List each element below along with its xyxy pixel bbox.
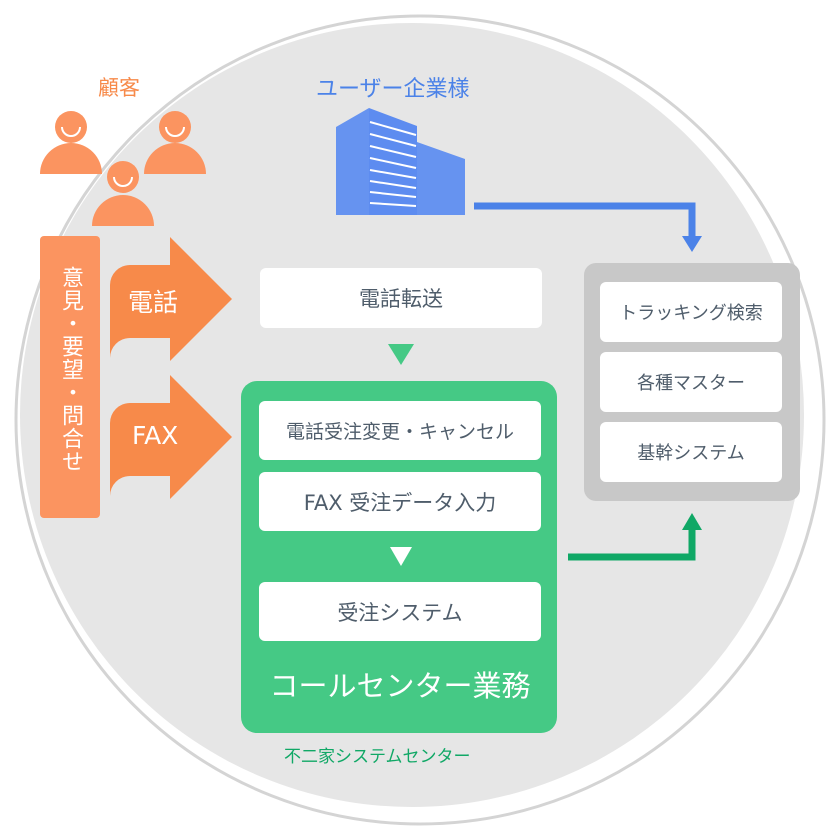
phone-arrow	[110, 237, 232, 361]
customers-icon	[40, 111, 206, 226]
down-triangle-icon	[390, 547, 412, 566]
blue-connector-arrow	[474, 202, 696, 238]
phone-transfer-box: 電話転送	[260, 268, 542, 328]
user-company-title: ユーザー企業様	[316, 77, 470, 102]
call-center-item: FAX 受注データ入力	[259, 472, 541, 531]
green-connector-arrow	[568, 530, 696, 561]
feedback-panel: 意見・要望・問合せ	[40, 236, 100, 518]
feedback-label: 意見・要望・問合せ	[58, 266, 83, 473]
call-center-title: コールセンター業務	[269, 669, 531, 703]
system-item: 各種マスター	[600, 352, 782, 412]
building-icon	[336, 108, 465, 215]
systems-panel: トラッキング検索 各種マスター 基幹システム	[584, 263, 800, 501]
center-name: 不二家システムセンター	[284, 747, 471, 767]
system-item: トラッキング検索	[600, 282, 782, 342]
down-triangle-icon	[388, 344, 414, 365]
fax-arrow	[110, 375, 232, 499]
fax-channel-label: FAX	[132, 421, 179, 450]
system-item: 基幹システム	[600, 422, 782, 482]
customers-title: 顧客	[98, 76, 140, 100]
call-center-item: 受注システム	[259, 582, 541, 641]
phone-channel-label: 電話	[128, 288, 179, 317]
call-center-item: 電話受注変更・キャンセル	[259, 401, 541, 460]
call-center-panel: 電話受注変更・キャンセル FAX 受注データ入力 受注システム コールセンター業…	[241, 381, 557, 733]
